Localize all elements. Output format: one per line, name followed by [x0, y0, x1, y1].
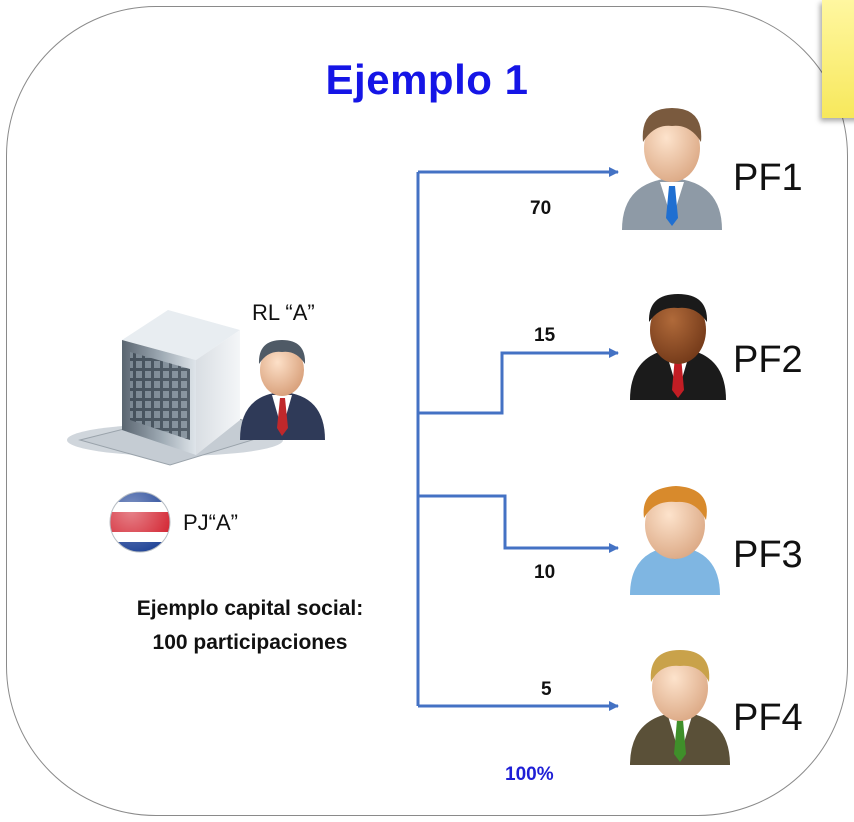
- pf4-participation-value: 5: [541, 679, 552, 700]
- pf1-label: PF1: [733, 157, 803, 199]
- pf4-label: PF4: [733, 697, 803, 739]
- connector-arrow-pf2: [418, 348, 619, 415]
- representative-label: RL “A”: [252, 300, 315, 325]
- pf2-person-icon: [630, 294, 726, 400]
- pf1-person-icon: [622, 108, 722, 230]
- capital-caption: Ejemplo capital social: 100 participacio…: [40, 592, 460, 660]
- diagram-title: Ejemplo 1: [325, 56, 529, 103]
- pf3-person-icon: [630, 486, 720, 595]
- pf2-participation-value: 15: [534, 325, 556, 346]
- caption-line-1: Ejemplo capital social:: [136, 597, 364, 620]
- total-percentage: 100%: [505, 764, 554, 785]
- pf2-label: PF2: [733, 339, 803, 381]
- pf4-person-icon: [630, 650, 730, 765]
- sticky-note: [822, 0, 854, 118]
- pf1-participation-value: 70: [530, 198, 552, 219]
- pf3-label: PF3: [733, 534, 803, 576]
- caption-line-2: 100 participaciones: [152, 631, 348, 654]
- pf3-participation-value: 10: [534, 562, 556, 583]
- connector-arrow-pf3: [418, 494, 619, 553]
- company-label: PJ“A”: [183, 510, 238, 535]
